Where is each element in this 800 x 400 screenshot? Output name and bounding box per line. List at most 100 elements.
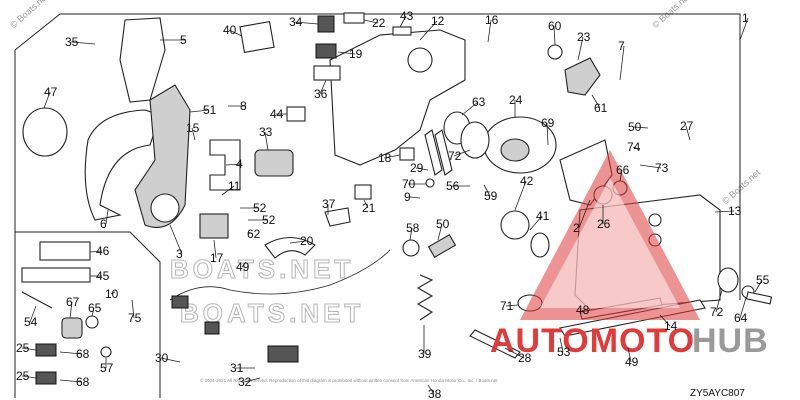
leader-line <box>639 164 662 169</box>
callout-number: 11 <box>228 179 241 193</box>
callout-number: 50 <box>436 217 450 231</box>
callout-number: 72 <box>448 149 462 163</box>
leader-line <box>59 379 83 383</box>
callout-number: 69 <box>541 116 555 130</box>
ghost-logo: BOATS.NET <box>170 254 354 284</box>
callout-number: 2 <box>573 221 580 235</box>
leader-line <box>399 15 407 28</box>
part-hub-3 <box>150 193 180 223</box>
leader-line <box>415 167 429 171</box>
part-harness-plug <box>171 295 189 309</box>
leader-line <box>754 279 763 293</box>
callout-number: 30 <box>155 351 169 365</box>
callout-number: 25 <box>16 341 30 355</box>
callout-number: 39 <box>418 347 432 361</box>
part-spring-39 <box>416 274 434 321</box>
copyright-line: © 2004-2021 All Rights Reserved. Reprodu… <box>200 377 498 383</box>
leader-line <box>59 351 83 355</box>
assembly-frame <box>14 13 741 300</box>
part-gasket-36 <box>313 65 341 81</box>
callout-number: 13 <box>728 204 742 218</box>
part-sensor-50 <box>427 234 457 258</box>
callout-number: 43 <box>400 9 414 23</box>
part-plug-22 <box>343 12 365 24</box>
callout-number: 68 <box>76 347 90 361</box>
callout-number: 56 <box>446 179 460 193</box>
callout-number: 60 <box>548 19 562 33</box>
brand-logo-muted: HUB <box>692 322 769 360</box>
callout-number: 38 <box>428 387 442 400</box>
part-harness-plug <box>204 321 220 335</box>
part-case-boss-12 <box>407 47 433 73</box>
part-o-ring-47 <box>22 107 68 157</box>
leader-line <box>714 210 735 213</box>
callout-number: 36 <box>314 87 328 101</box>
leader-line <box>483 184 491 197</box>
callout-number: 32 <box>238 375 252 389</box>
leader-line <box>191 127 196 141</box>
callout-number: 48 <box>576 303 590 317</box>
callout-number: 71 <box>500 299 514 313</box>
callout-number: 19 <box>349 47 363 61</box>
leader-line <box>427 384 435 395</box>
callout-number: 45 <box>96 269 110 283</box>
leader-line <box>419 20 438 41</box>
part-bolt-54 <box>21 291 53 309</box>
leader-line <box>29 305 37 323</box>
callout-number: 24 <box>509 93 523 107</box>
callout-number: 49 <box>625 355 639 369</box>
callout-number: 25 <box>16 369 30 383</box>
callout-number: 33 <box>259 125 273 139</box>
leader-line <box>228 29 243 37</box>
callout-number: 23 <box>577 30 591 44</box>
part-70 <box>425 178 435 188</box>
callout-number: 8 <box>240 99 247 113</box>
part-bracket-20 <box>264 236 316 259</box>
leader-line <box>89 250 103 253</box>
leader-line <box>591 94 601 109</box>
callout-number: 42 <box>520 174 534 188</box>
leader-line <box>363 19 379 24</box>
callout-number: 58 <box>406 221 420 235</box>
callout-number: 35 <box>65 35 79 49</box>
part-ring-72 <box>717 267 739 293</box>
leader-line <box>225 163 243 166</box>
part-label-45 <box>21 267 91 283</box>
part-clip-37 <box>324 207 351 227</box>
part-label-44 <box>286 106 306 122</box>
leader-line <box>514 180 527 211</box>
callout-number: 57 <box>100 361 114 375</box>
leader-line <box>487 19 492 43</box>
leader-line <box>43 91 51 109</box>
part-nut-65 <box>85 315 99 329</box>
leader-lines <box>21 15 763 395</box>
callout-number: 7 <box>618 39 625 53</box>
part-gear-hub-24 <box>500 138 530 162</box>
part-clamp-25 <box>35 371 57 385</box>
leader-line <box>160 357 181 363</box>
leader-line <box>739 17 749 41</box>
callout-number: 10 <box>105 287 119 301</box>
part-block-17 <box>199 213 229 239</box>
callout-number: 1 <box>742 11 749 25</box>
part-clamp-25 <box>35 343 57 357</box>
leader-line <box>105 209 109 225</box>
part-lever-3 <box>134 84 191 229</box>
leader-line <box>619 45 625 81</box>
leader-line <box>21 375 37 379</box>
part-nut-57 <box>100 346 112 358</box>
leader-line <box>264 131 269 151</box>
callout-number: 70 <box>402 177 416 191</box>
callout-number: 52 <box>262 213 276 227</box>
leader-line <box>546 122 549 146</box>
sub-assembly-frame <box>15 231 161 398</box>
callout-number: 61 <box>594 101 608 115</box>
leader-line <box>247 231 254 235</box>
leader-line <box>221 185 235 196</box>
warning-triangle-inner <box>540 178 680 308</box>
callout-number: 66 <box>616 163 630 177</box>
leader-line <box>461 101 479 116</box>
leader-line <box>241 261 247 268</box>
callout-number: 9 <box>404 190 411 204</box>
leader-line <box>559 337 564 353</box>
